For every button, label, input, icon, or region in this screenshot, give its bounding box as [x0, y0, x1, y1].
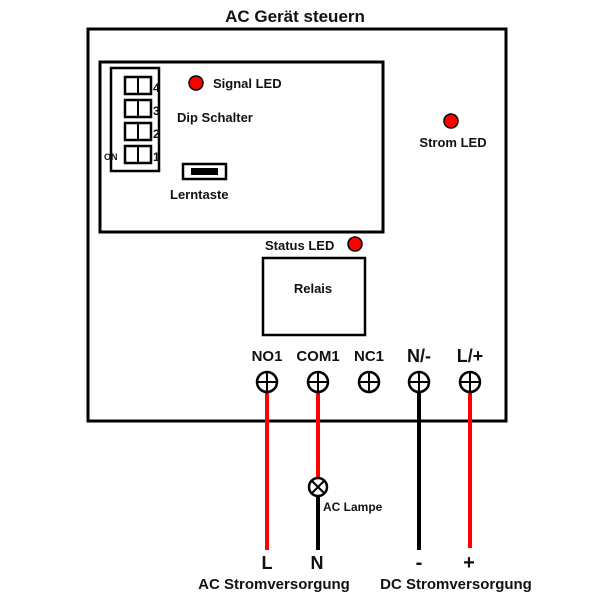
diagram-title: AC Gerät steuern [225, 7, 365, 26]
terminal-screw-l[interactable] [458, 370, 482, 394]
dip-switch-block: 4 3 2 1 ON [104, 66, 161, 173]
dip-number-4: 4 [153, 81, 160, 95]
terminal-screw-nc1[interactable] [357, 370, 381, 394]
wire-end-minus: - [416, 552, 423, 574]
learn-button[interactable] [181, 162, 228, 181]
terminal-screw-com1[interactable] [306, 370, 330, 394]
wire-end-n: N [311, 553, 324, 573]
dip-number-1: 1 [153, 150, 160, 164]
dip-on-label: ON [104, 152, 118, 162]
terminal-label-nc1: NC1 [354, 348, 384, 365]
terminal-label-no1: NO1 [252, 348, 283, 365]
status-led-icon [347, 236, 363, 252]
power-led-icon [443, 113, 459, 129]
wire-end-l: L [262, 553, 273, 573]
dip-switch-4[interactable] [123, 75, 153, 96]
terminal-screw-n[interactable] [407, 370, 431, 394]
signal-led-label: Signal LED [213, 76, 282, 91]
relay-box [261, 256, 367, 337]
dip-switch-1[interactable] [123, 144, 153, 165]
dc-supply-label: DC Stromversorgung [380, 576, 532, 593]
dip-switch-3[interactable] [123, 98, 153, 119]
status-led-label: Status LED [265, 238, 334, 253]
terminal-label-com1: COM1 [296, 348, 339, 365]
terminal-label-l-plus: L/+ [457, 346, 484, 366]
terminal-screw-no1[interactable] [255, 370, 279, 394]
dip-switch-2[interactable] [123, 121, 153, 142]
dip-switch-label: Dip Schalter [177, 110, 253, 125]
wire-end-plus: + [463, 552, 475, 574]
signal-led-icon [188, 75, 204, 91]
terminal-label-n-minus: N/- [407, 346, 431, 366]
dip-number-2: 2 [153, 127, 160, 141]
ac-supply-label: AC Stromversorgung [198, 576, 350, 593]
dip-number-3: 3 [153, 104, 160, 118]
relay-label: Relais [294, 281, 332, 296]
learn-button-label: Lerntaste [170, 187, 229, 202]
lamp-label: AC Lampe [323, 500, 383, 514]
power-led-label: Strom LED [419, 135, 486, 150]
lamp-icon [307, 476, 329, 498]
